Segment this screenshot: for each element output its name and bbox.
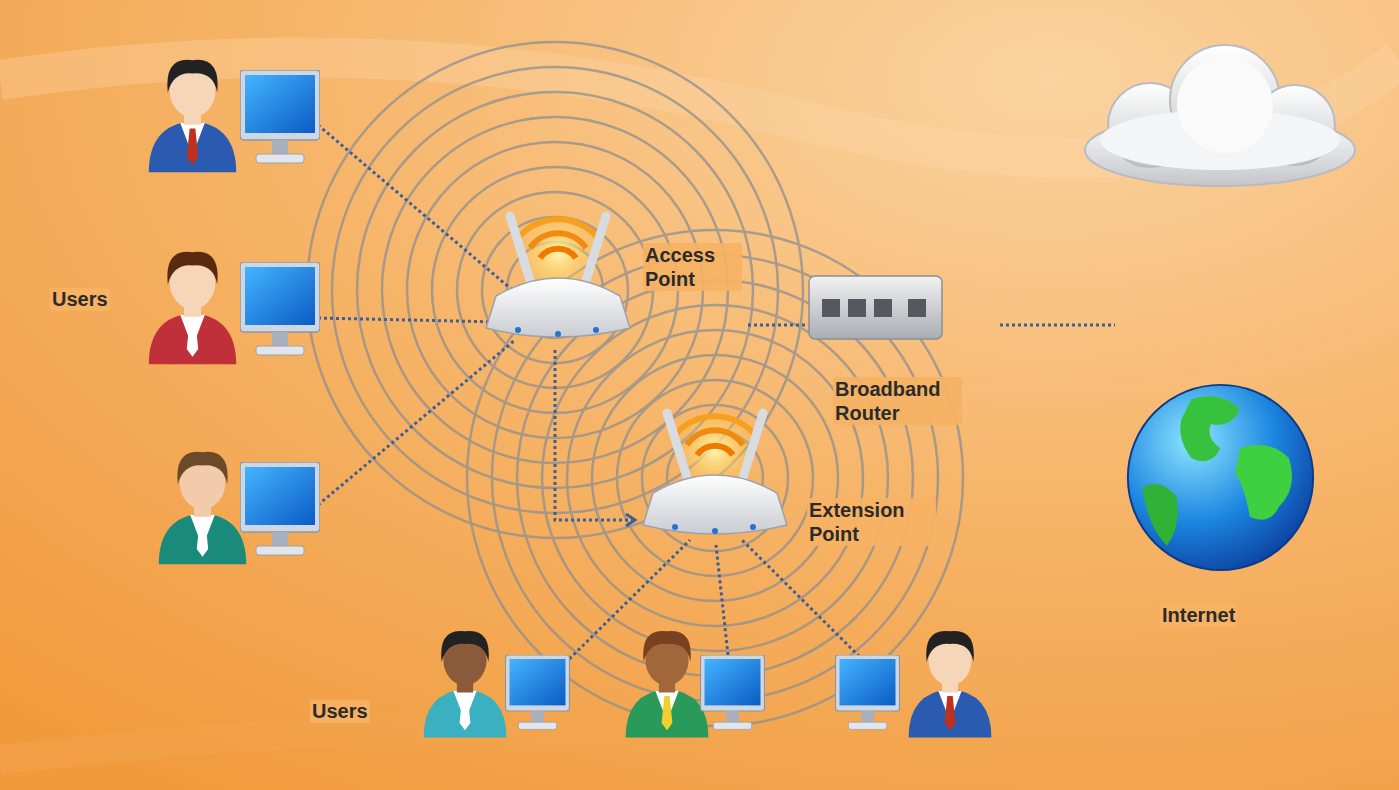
internet-globe: Internet <box>1115 375 1330 645</box>
device-icon <box>1123 380 1318 575</box>
device-icon <box>808 275 943 340</box>
dotted-link <box>748 324 805 327</box>
dotted-link <box>1000 324 1115 327</box>
dotted-link <box>555 350 635 520</box>
node-label: Extension Point <box>807 498 936 546</box>
extension-point: Extension Point <box>635 395 955 575</box>
access-point: Access Point <box>478 198 748 350</box>
group-label: Users <box>310 700 370 723</box>
node-label: Internet <box>1160 603 1237 627</box>
node-label: Access Point <box>643 243 742 291</box>
broadband-router: Broadband Router <box>805 272 1000 437</box>
node-label: Broadband Router <box>833 377 962 425</box>
group-label: Users <box>50 288 110 311</box>
device-icon <box>635 395 795 545</box>
device-icon <box>478 198 638 348</box>
